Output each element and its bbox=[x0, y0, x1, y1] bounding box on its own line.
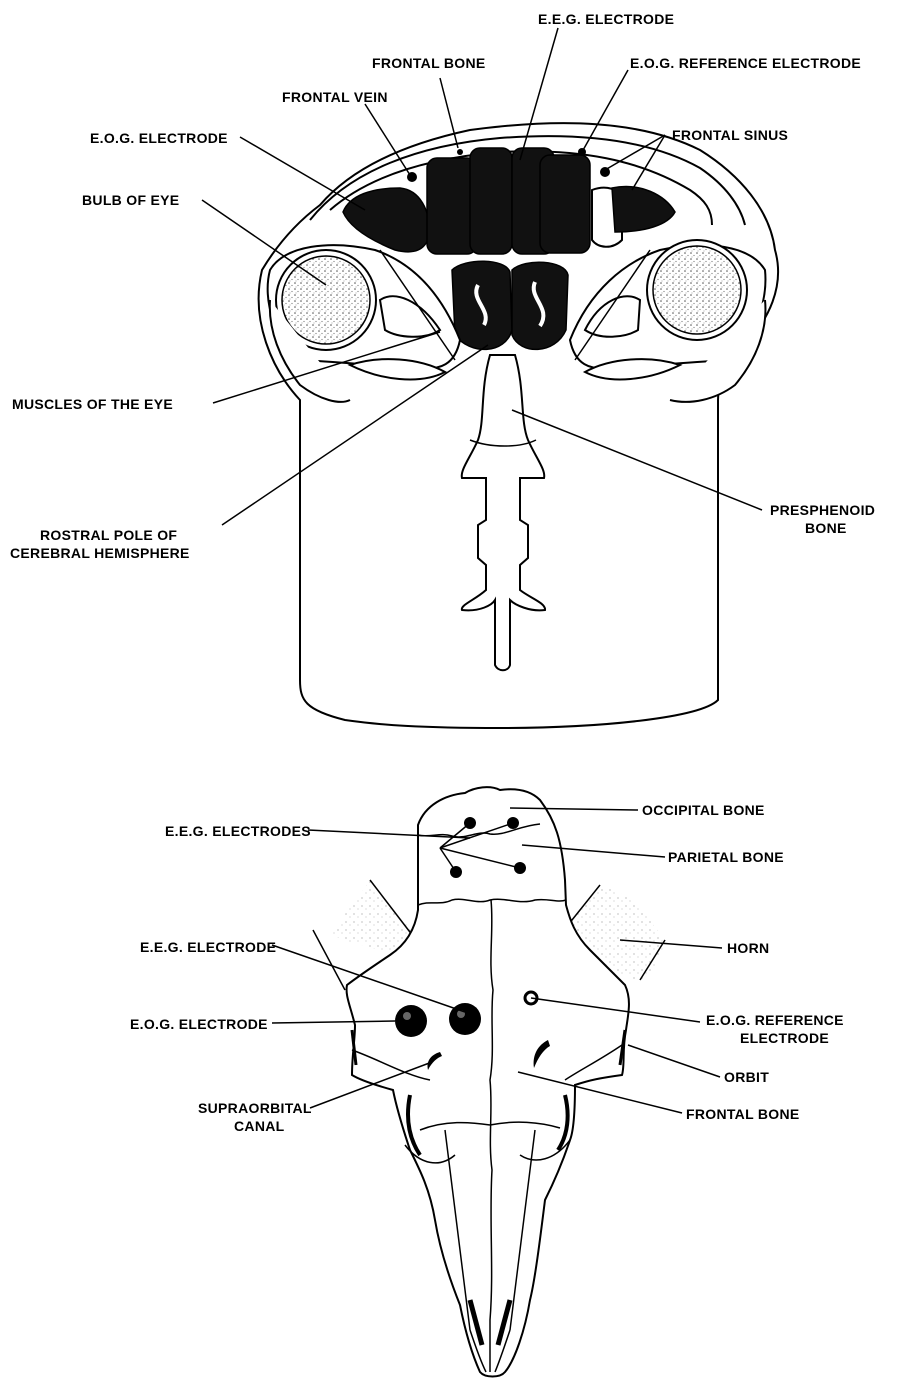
label-frontal-bone-bottom: FRONTAL BONE bbox=[686, 1106, 800, 1122]
label-rostral-pole-2: CEREBRAL HEMISPHERE bbox=[10, 545, 190, 561]
label-eog-electrode-bottom: E.O.G. ELECTRODE bbox=[130, 1016, 268, 1032]
label-eeg-electrode-bottom: E.E.G. ELECTRODE bbox=[140, 939, 276, 955]
label-presphenoid-2: BONE bbox=[805, 520, 847, 536]
label-frontal-bone-top: FRONTAL BONE bbox=[372, 55, 486, 71]
label-parietal-bone: PARIETAL BONE bbox=[668, 849, 784, 865]
label-frontal-vein: FRONTAL VEIN bbox=[282, 89, 388, 105]
eog-electrode-left bbox=[395, 1005, 427, 1037]
label-eog-reference-1: E.O.G. REFERENCE bbox=[706, 1012, 844, 1028]
label-supraorbital-2: CANAL bbox=[234, 1118, 285, 1134]
label-bulb-of-eye: BULB OF EYE bbox=[82, 192, 179, 208]
label-frontal-sinus: FRONTAL SINUS bbox=[672, 127, 788, 143]
label-eog-reference-top: E.O.G. REFERENCE ELECTRODE bbox=[630, 55, 861, 71]
label-eog-reference-2: ELECTRODE bbox=[740, 1030, 829, 1046]
frontal-bone-dot bbox=[457, 149, 463, 155]
label-eeg-electrode-top: E.E.G. ELECTRODE bbox=[538, 11, 674, 27]
label-orbit: ORBIT bbox=[724, 1069, 769, 1085]
label-rostral-pole-1: ROSTRAL POLE OF bbox=[40, 527, 177, 543]
label-presphenoid-1: PRESPHENOID bbox=[770, 502, 875, 518]
sinus-block-4 bbox=[540, 155, 590, 253]
label-eeg-electrodes: E.E.G. ELECTRODES bbox=[165, 823, 311, 839]
label-horn: HORN bbox=[727, 940, 769, 956]
sinus-block-2 bbox=[470, 148, 512, 254]
label-occipital-bone: OCCIPITAL BONE bbox=[642, 802, 765, 818]
label-eog-electrode-top: E.O.G. ELECTRODE bbox=[90, 130, 228, 146]
coronal-section: E.E.G. ELECTRODE FRONTAL BONE E.O.G. REF… bbox=[10, 11, 875, 728]
label-muscles-of-eye: MUSCLES OF THE EYE bbox=[12, 396, 173, 412]
skull-outline bbox=[347, 787, 629, 1376]
dorsal-skull: OCCIPITAL BONE E.E.G. ELECTRODES PARIETA… bbox=[130, 787, 844, 1376]
label-supraorbital-1: SUPRAORBITAL bbox=[198, 1100, 312, 1116]
